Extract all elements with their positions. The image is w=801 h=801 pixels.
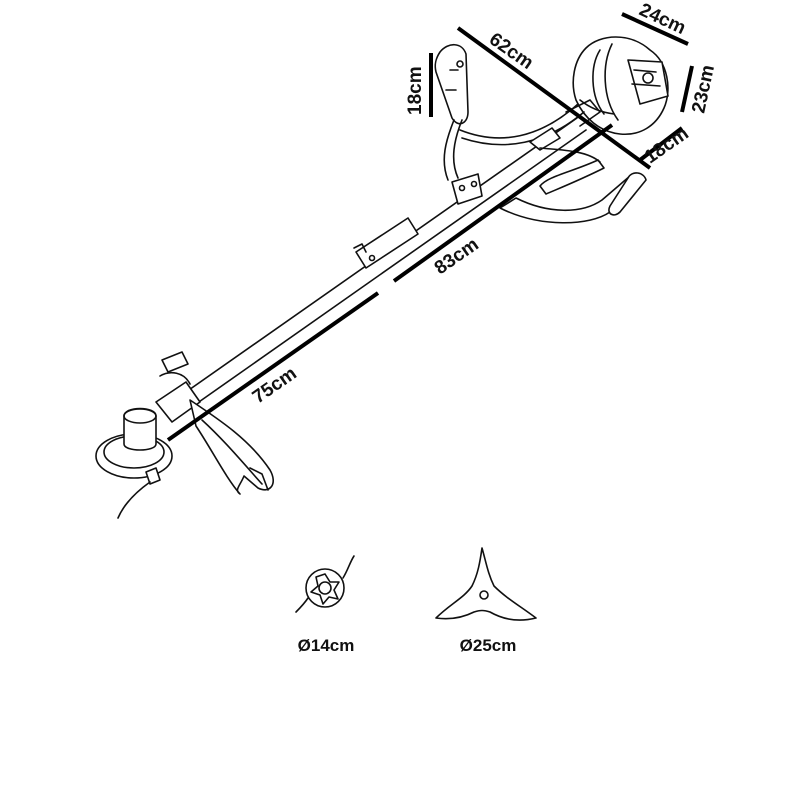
brush-cutter-drawing: [95, 36, 669, 519]
drive-shaft: [185, 117, 587, 405]
cutting-guard: [189, 399, 274, 495]
label-shaft-upper: 83cm: [431, 234, 483, 279]
label-shaft-lower: 75cm: [249, 363, 301, 408]
dimension-lines: [166, 12, 694, 442]
throttle-cable: [459, 103, 579, 139]
trimmer-head-icon: [295, 555, 355, 613]
dim-line-shaft-lower: [166, 291, 380, 442]
label-handle-height: 18cm: [405, 66, 426, 115]
throttle-cable-2: [461, 111, 585, 146]
label-engine-depth: 18cm: [641, 123, 693, 168]
dim-line-handle-to-engine: [456, 26, 652, 170]
throttle-handle: [434, 43, 469, 181]
label-trimmer-head-diameter: Ø14cm: [298, 636, 355, 655]
engine-unit: [565, 36, 669, 135]
handle-clamp: [451, 173, 483, 205]
dim-line-engine-depth: [638, 126, 684, 162]
dim-line-engine-width: [621, 12, 689, 46]
dim-line-engine-height: [680, 65, 694, 113]
accessory-blade: Ø25cm: [435, 547, 537, 655]
trimmer-line: [117, 481, 151, 519]
trimmer-head: [95, 407, 173, 519]
accessory-trimmer-head: Ø14cm: [295, 555, 355, 655]
gear-head: [155, 351, 201, 423]
dim-line-shaft-upper: [392, 123, 614, 283]
shaft-coupling: [353, 217, 419, 269]
handle-bar: [499, 127, 647, 224]
blade-icon: [435, 547, 537, 621]
label-blade-diameter: Ø25cm: [460, 636, 517, 655]
